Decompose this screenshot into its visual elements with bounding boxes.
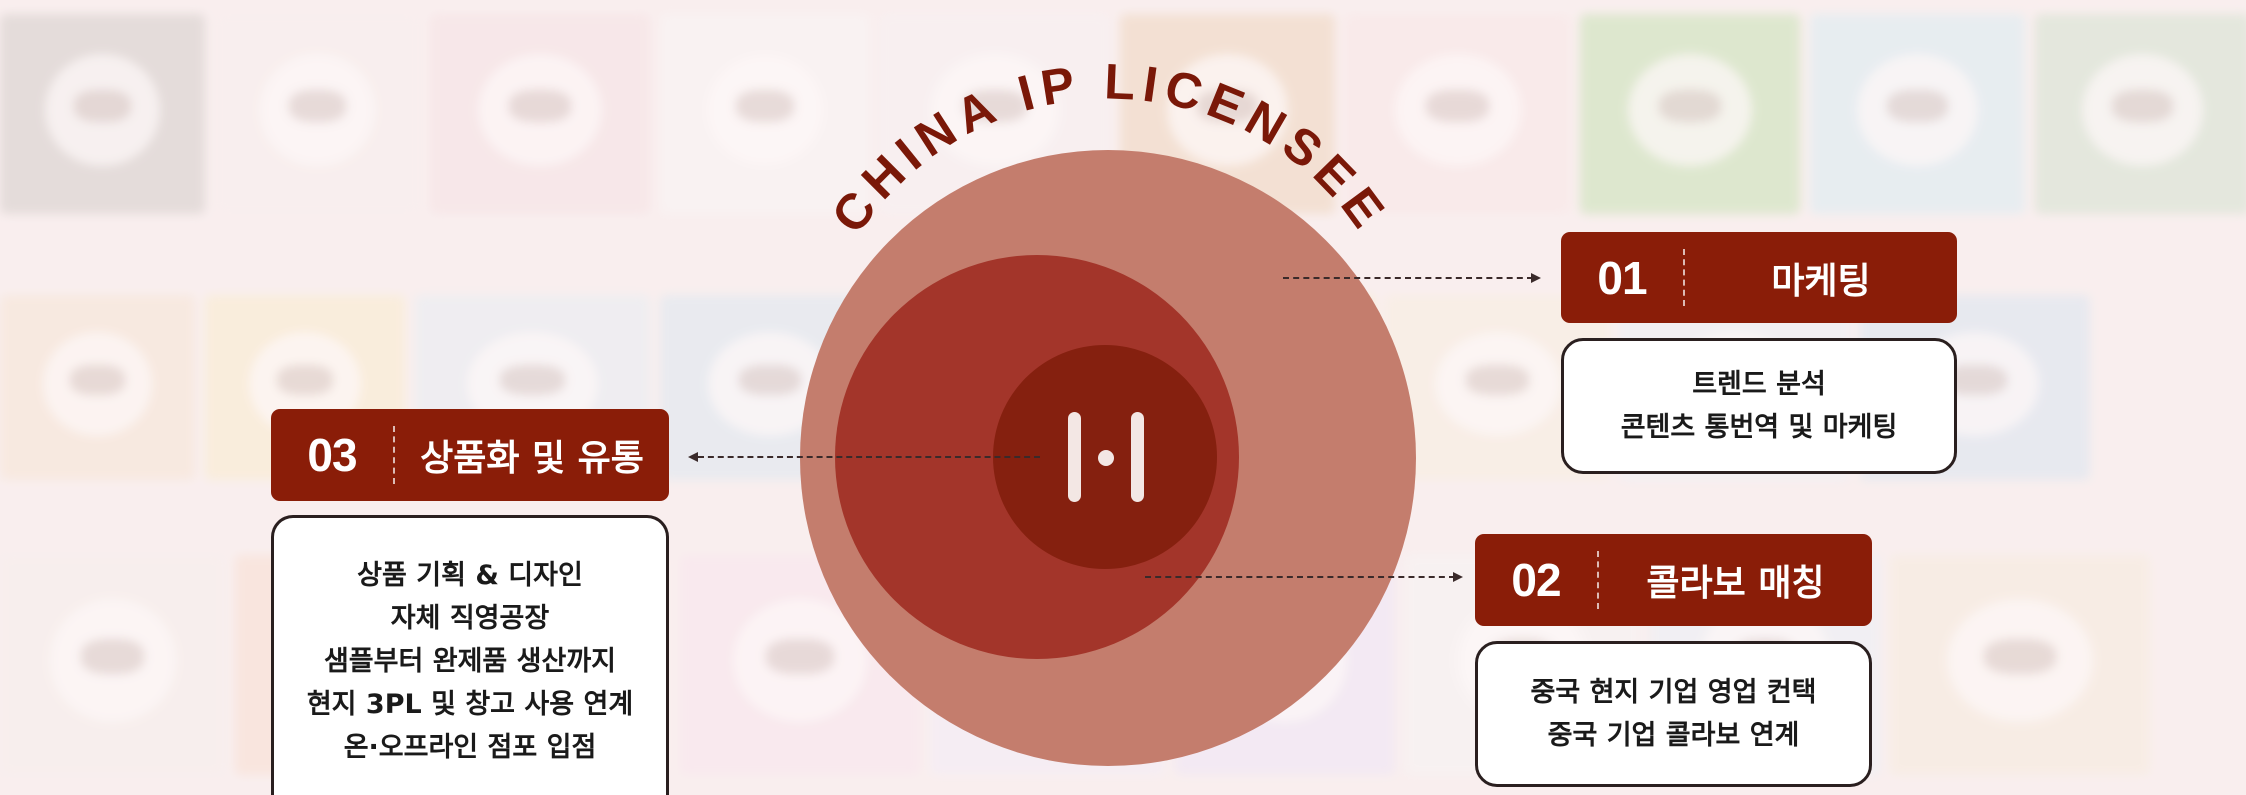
feature-02-line-2: 중국 기업 콜라보 연계 [1547,720,1800,751]
feature-01-label: 마케팅 [1771,260,1871,302]
feature-03-details: 상품 기획 & 디자인 자체 직영공장 샘플부터 완제품 생산까지 현지 3PL… [271,515,669,795]
feature-03-number: 03 [307,429,357,481]
feature-01-number: 01 [1597,251,1647,304]
feature-03-line-4: 현지 3PL 및 창고 사용 연계 [306,689,634,720]
feature-02-details: 중국 현지 기업 영업 컨택 중국 기업 콜라보 연계 [1475,641,1872,787]
connector-02-arrow [1453,572,1463,582]
connector-01-arrow [1531,273,1541,283]
feature-03-divider [393,426,395,484]
feature-03-line-3: 샘플부터 완제품 생산까지 [323,646,617,677]
feature-02-label: 콜라보 매칭 [1646,563,1825,604]
feature-03-line-5: 온·오프라인 점포 입점 [343,732,597,763]
feature-02-divider [1597,551,1599,609]
feature-02-header: 02 콜라보 매칭 [1475,534,1872,626]
connector-02 [1145,576,1455,578]
feature-02-number: 02 [1511,554,1561,606]
feature-03-line-2: 자체 직영공장 [390,603,550,634]
feature-01-header: 01 마케팅 [1561,232,1957,323]
feature-01-divider [1683,249,1685,306]
feature-01-details: 트렌드 분석 콘텐츠 통번역 및 마케팅 [1561,338,1957,474]
connector-03 [698,456,1040,458]
feature-02-line-1: 중국 현지 기업 영업 컨택 [1530,677,1817,708]
feature-03-line-1: 상품 기획 & 디자인 [357,560,583,591]
hi-monogram-icon [1068,412,1144,502]
feature-03-label: 상품화 및 유통 [420,438,644,479]
feature-01-line-2: 콘텐츠 통번역 및 마케팅 [1620,412,1898,443]
feature-03-header: 03 상품화 및 유통 [271,409,669,501]
connector-01 [1283,277,1533,279]
feature-01-line-1: 트렌드 분석 [1692,369,1826,400]
connector-03-arrow [688,452,698,462]
